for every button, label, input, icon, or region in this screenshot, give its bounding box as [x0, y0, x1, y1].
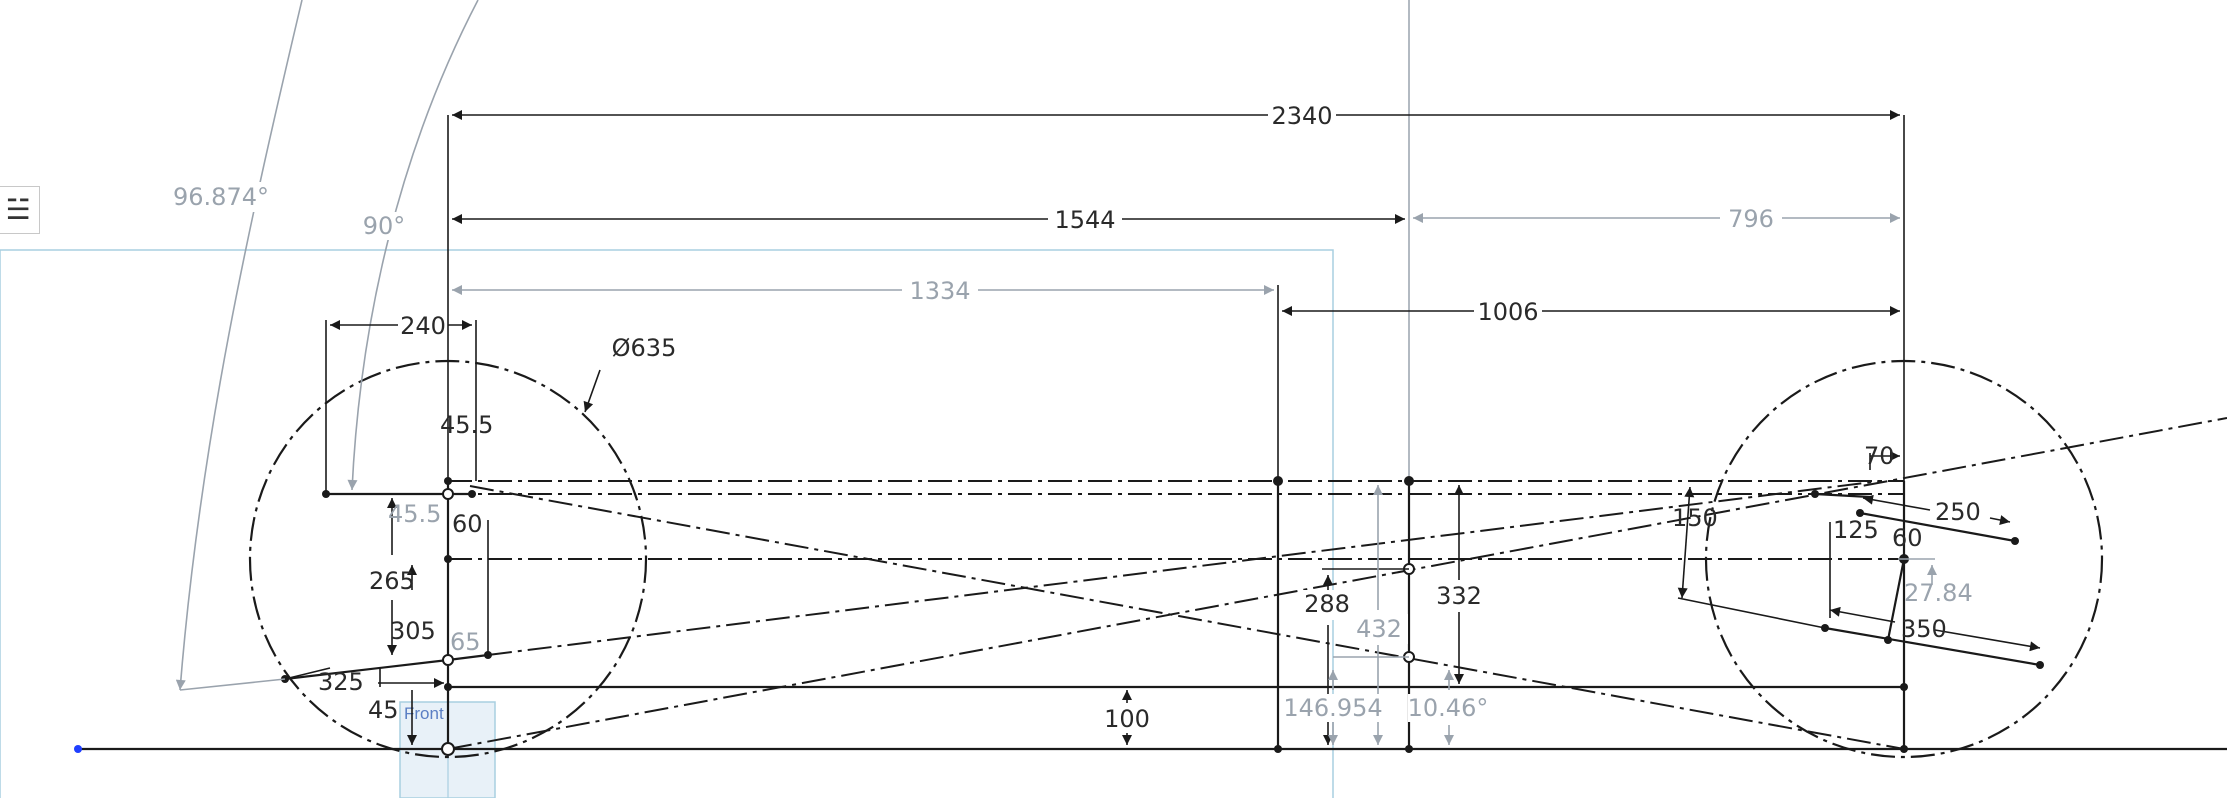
- horizontal-dimensions[interactable]: [325, 110, 1905, 494]
- front-plane-label: Front: [404, 704, 444, 723]
- dim-2340[interactable]: 2340: [1271, 102, 1332, 130]
- angle-dimensions[interactable]: [175, 0, 479, 691]
- dim-angle-96-874[interactable]: 96.874°: [173, 183, 269, 211]
- construction-lines[interactable]: [447, 417, 2227, 750]
- dim-angle-90[interactable]: 90°: [363, 212, 406, 240]
- dim-250[interactable]: 250: [1935, 498, 1981, 526]
- dim-70[interactable]: 70: [1864, 442, 1895, 470]
- dim-350[interactable]: 350: [1901, 615, 1947, 643]
- dim-angle-10-46[interactable]: 10.46°: [1408, 694, 1489, 722]
- vertical-dimensions[interactable]: [284, 369, 2041, 745]
- dim-27-84[interactable]: 27.84: [1904, 579, 1973, 607]
- hollow-points[interactable]: [441, 488, 1415, 756]
- dim-325[interactable]: 325: [318, 668, 364, 696]
- dim-265[interactable]: 265: [369, 567, 415, 595]
- dimension-labels[interactable]: 2340 1544 796 1334 1006 240 Ø635 45.5 45…: [172, 101, 1981, 733]
- dim-45[interactable]: 45: [368, 696, 399, 724]
- origin-point[interactable]: [74, 745, 82, 753]
- dim-45-5-top[interactable]: 45.5: [440, 411, 493, 439]
- dim-45-5-bottom[interactable]: 45.5: [388, 500, 441, 528]
- dim-diameter-635[interactable]: Ø635: [612, 334, 677, 362]
- dim-288[interactable]: 288: [1304, 590, 1350, 618]
- dim-150[interactable]: 150: [1672, 504, 1718, 532]
- dim-60-rear[interactable]: 60: [1892, 524, 1923, 552]
- dim-100[interactable]: 100: [1104, 705, 1150, 733]
- sketch-list-button[interactable]: ☱: [0, 186, 40, 234]
- dim-125[interactable]: 125: [1833, 516, 1879, 544]
- list-tree-icon: ☱: [5, 193, 31, 226]
- dim-146-954[interactable]: 146.954: [1283, 694, 1382, 722]
- frame-geometry[interactable]: [284, 481, 2041, 749]
- dim-332[interactable]: 332: [1436, 582, 1482, 610]
- dim-1006[interactable]: 1006: [1477, 298, 1538, 326]
- dim-796[interactable]: 796: [1728, 205, 1774, 233]
- ground-line[interactable]: [74, 745, 2227, 753]
- dim-60-front[interactable]: 60: [452, 510, 483, 538]
- sketch-points[interactable]: [281, 476, 2044, 753]
- dim-1544[interactable]: 1544: [1054, 206, 1115, 234]
- dim-432[interactable]: 432: [1356, 615, 1402, 643]
- dim-240[interactable]: 240: [400, 312, 446, 340]
- dim-65[interactable]: 65: [450, 628, 481, 656]
- dim-1334[interactable]: 1334: [909, 277, 970, 305]
- dim-305[interactable]: 305: [390, 617, 436, 645]
